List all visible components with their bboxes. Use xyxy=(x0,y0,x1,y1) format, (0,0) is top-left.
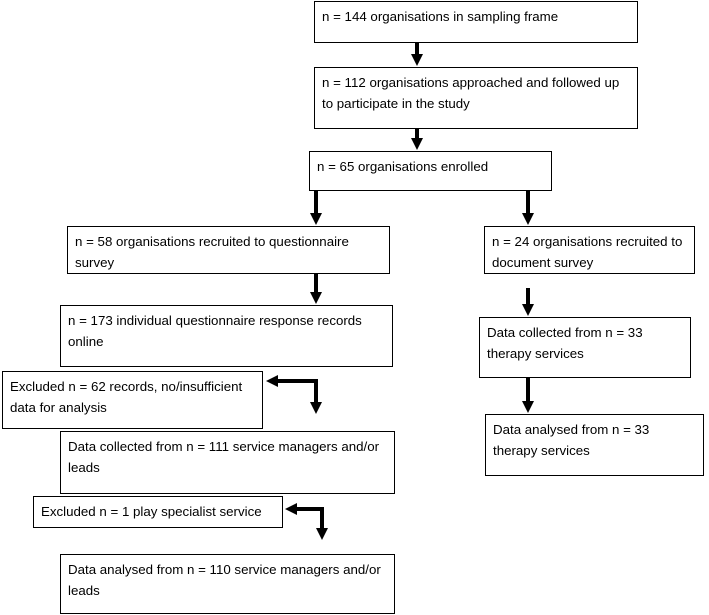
node-collected-managers: Data collected from n = 111 service mana… xyxy=(60,431,395,494)
node-questionnaire-recruited: n = 58 organisations recruited to questi… xyxy=(67,226,390,274)
node-excluded-records: Excluded n = 62 records, no/insufficient… xyxy=(2,371,263,429)
node-analysed-managers: Data analysed from n = 110 service manag… xyxy=(60,554,395,614)
arrow-excluded-play-elbow xyxy=(298,507,328,540)
node-document-recruited: n = 24 organisations recruited to docume… xyxy=(484,226,695,274)
node-approached: n = 112 organisations approached and fol… xyxy=(314,67,638,129)
node-analysed-therapy: Data analysed from n = 33 therapy servic… xyxy=(485,414,704,476)
node-response-records: n = 173 individual questionnaire respons… xyxy=(60,305,393,367)
node-collected-therapy: Data collected from n = 33 therapy servi… xyxy=(479,317,691,378)
node-enrolled: n = 65 organisations enrolled xyxy=(309,151,552,191)
node-excluded-play: Excluded n = 1 play specialist service xyxy=(33,496,283,528)
arrow-excluded-records-elbow xyxy=(282,379,322,414)
node-sampling-frame: n = 144 organisations in sampling frame xyxy=(314,1,638,43)
